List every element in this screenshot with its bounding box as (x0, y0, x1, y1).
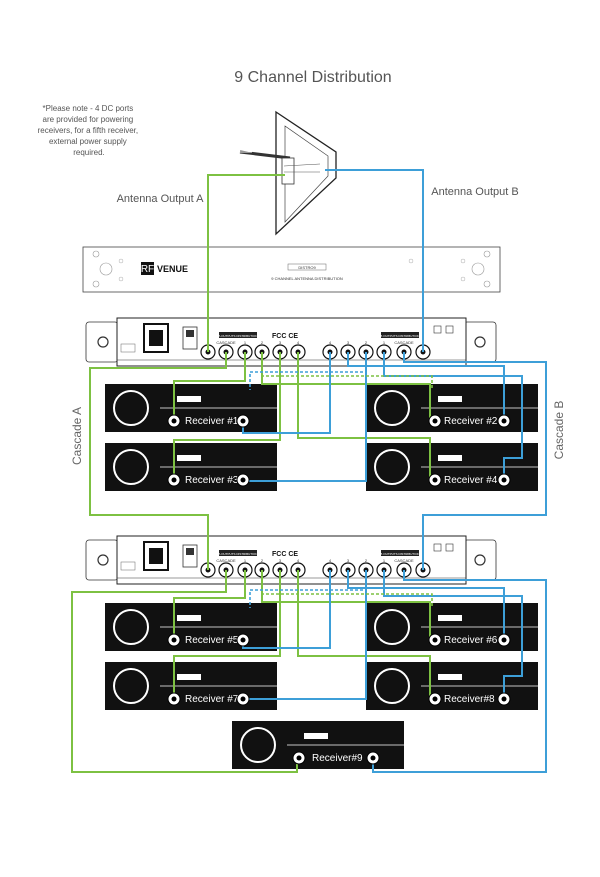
receiver-label: Receiver #7 (185, 694, 239, 705)
port-number: 4 (297, 558, 300, 563)
antenna-cable (207, 174, 285, 352)
receiver-label: Receiver #3 (185, 475, 239, 486)
port-number: 4 (297, 340, 300, 345)
port-number: 4 (329, 558, 332, 563)
antenna-cable (347, 352, 505, 421)
receiver-display (438, 615, 462, 621)
cascade-port-label: CASCADE (216, 558, 236, 563)
receiver-display (438, 674, 462, 680)
receiver-label: Receiver #1 (185, 416, 239, 427)
receiver-display-ring (240, 727, 276, 763)
port-number: 3 (347, 558, 350, 563)
antenna-output-a-label: Antenna Output A (117, 193, 205, 205)
port-number: 2 (365, 340, 368, 345)
receiver-display-ring (113, 449, 149, 485)
antenna-cable (243, 352, 367, 482)
receiver-display-ring (113, 390, 149, 426)
receiver-label: Receiver #4 (444, 475, 498, 486)
cascade-a-label: Cascade A (70, 407, 84, 465)
antenna-cable (403, 352, 547, 570)
receiver-display-ring (374, 390, 410, 426)
receiver-unit: Receiver #2 (366, 384, 538, 432)
receiver-label: Receiver#8 (444, 694, 495, 705)
port-number: 1 (244, 558, 247, 563)
antenna-cable (347, 570, 505, 640)
antenna (239, 110, 337, 236)
receiver-display (177, 396, 201, 402)
cascade-b-label: Cascade B (552, 401, 566, 460)
antenna-cable (297, 570, 431, 699)
port-number: 2 (365, 558, 368, 563)
receiver-display-ring (374, 609, 410, 645)
front-panel: RF VENUE DISTRO9 9 CHANNEL ANTENNA DISTR… (82, 246, 501, 293)
receiver-display (177, 674, 201, 680)
receiver-display-ring (374, 668, 410, 704)
antenna-cable (173, 570, 246, 640)
receiver-unit: Receiver #1 (105, 384, 277, 432)
model-subtitle: 9 CHANNEL ANTENNA DISTRIBUTION (271, 276, 343, 281)
receiver-jacks (167, 414, 511, 765)
receiver-display (438, 396, 462, 402)
antenna-cable (243, 570, 367, 700)
receiver-label: Receiver #6 (444, 635, 498, 646)
port-number: 4 (329, 340, 332, 345)
receiver-display-ring (374, 449, 410, 485)
antenna-cable (173, 570, 281, 699)
port-number: 1 (244, 340, 247, 345)
cascade-port-label: CASCADE (394, 340, 414, 345)
receiver-label: Receiver #5 (185, 635, 239, 646)
receiver-unit: Receiver #6 (366, 603, 538, 651)
cascade-port-label: CASCADE (216, 340, 236, 345)
receiver-unit: Receiver #5 (105, 603, 277, 651)
rear-panel: A OUTPUTS DISTRIBUTION B OUTPUTS DISTRIBU… (85, 535, 497, 585)
antenna-cable (383, 352, 523, 480)
antenna-cable (372, 570, 547, 773)
brand-name: VENUE (157, 264, 188, 274)
regulatory-marks: FCC CE (272, 551, 298, 558)
receiver-unit: Receiver #7 (105, 662, 277, 710)
power-note: *Please note - 4 DC ports are provided f… (38, 104, 141, 157)
output-b-panel-label: B OUTPUTS DISTRIBUTION (380, 334, 419, 338)
receiver-display (304, 733, 328, 739)
dc-power-cable (249, 360, 367, 390)
antenna-cable (89, 352, 227, 570)
port-number: 3 (279, 558, 282, 563)
output-b-panel-label: B OUTPUTS DISTRIBUTION (380, 552, 419, 556)
port-number: 3 (279, 340, 282, 345)
cascade-port-label: CASCADE (394, 558, 414, 563)
receiver-unit: Receiver #3 (105, 443, 277, 491)
diagram-title: 9 Channel Distribution (234, 69, 391, 86)
port-number: 2 (261, 558, 264, 563)
antenna-cable (325, 169, 424, 352)
antenna-output-b-label: Antenna Output B (431, 186, 518, 198)
port-number: 1 (383, 558, 386, 563)
receiver-display-ring (113, 668, 149, 704)
antenna-cable (173, 352, 281, 480)
port-number: 2 (261, 340, 264, 345)
antenna-cable (173, 352, 246, 421)
receiver-display (177, 615, 201, 621)
regulatory-marks: FCC CE (272, 333, 298, 340)
dc-power-cable (261, 360, 433, 390)
port-number: 3 (347, 340, 350, 345)
receiver-unit: Receiver#8 (366, 662, 538, 710)
port-number: 1 (383, 340, 386, 345)
brand-badge: RF (141, 264, 154, 275)
receiver-display (177, 455, 201, 461)
receiver-label: Receiver #2 (444, 416, 498, 427)
receiver-label: Receiver#9 (312, 753, 363, 764)
receiver-unit: Receiver #4 (366, 443, 538, 491)
output-a-panel-label: A OUTPUTS DISTRIBUTION (218, 334, 257, 338)
antenna-cable (383, 570, 523, 699)
model-name: DISTRO9 (298, 265, 316, 270)
receiver-display-ring (113, 609, 149, 645)
dc-power-cable (249, 578, 367, 608)
rear-panel: A OUTPUTS DISTRIBUTION B OUTPUTS DISTRIBU… (85, 317, 497, 367)
receiver-display (438, 455, 462, 461)
antenna-cable (71, 570, 298, 773)
output-a-panel-label: A OUTPUTS DISTRIBUTION (218, 552, 257, 556)
antenna-cable (297, 352, 431, 480)
dc-power-cable (261, 578, 433, 608)
